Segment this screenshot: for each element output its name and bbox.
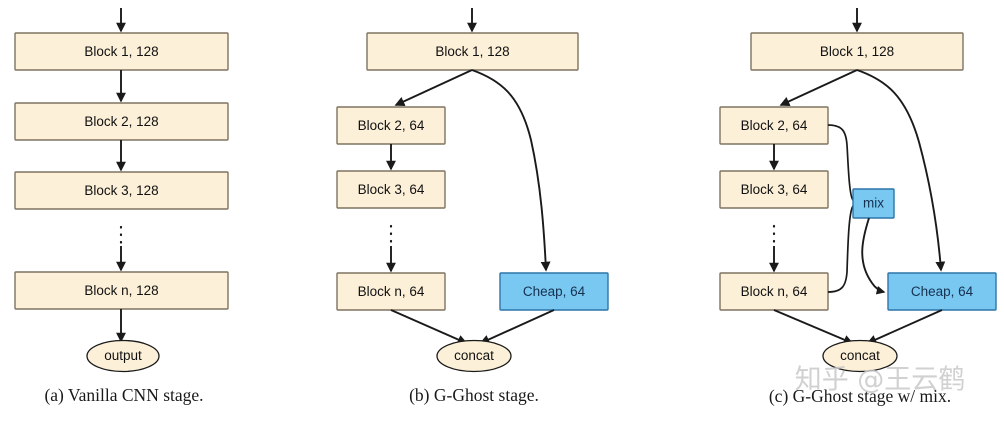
panel-a-caption: (a) Vanilla CNN stage. — [44, 385, 203, 405]
panel-c-block-3[interactable] — [719, 170, 829, 209]
panel-b-cheap-block[interactable] — [499, 272, 609, 311]
edge-blockn-to-mix-c — [827, 205, 854, 293]
panel-b-block-3[interactable] — [336, 170, 446, 209]
edge-block1-to-block2-c — [779, 69, 858, 107]
panel-c-cheap-block[interactable] — [887, 272, 997, 311]
panel-c-block-n[interactable] — [719, 272, 829, 311]
edge-mix-to-cheap-c — [861, 217, 886, 295]
panel-c-mix-block[interactable] — [852, 188, 895, 219]
edge-block2-to-mix-c — [827, 124, 854, 201]
panel-c-block-1[interactable] — [750, 32, 964, 71]
edge-block1-to-cheap-c — [856, 69, 946, 272]
panel-a: Block 1, 128 Block 2, 128 Block 3, 128 B… — [14, 8, 229, 405]
panel-c-block-2[interactable] — [719, 106, 829, 145]
panel-b-block-n[interactable] — [336, 272, 446, 311]
edge-blockn-to-concat-c — [773, 309, 854, 345]
panel-a-block-1[interactable] — [14, 32, 229, 71]
panel-b-concat-node[interactable] — [436, 339, 512, 373]
panel-c: Block 1, 128 Block 2, 64 Block 3, 64 Blo… — [719, 8, 997, 406]
edge-cheap-to-concat-b — [479, 309, 555, 345]
panel-b-caption: (b) G-Ghost stage. — [409, 385, 539, 405]
edge-cheap-to-concat-c — [866, 309, 943, 345]
panel-b: Block 1, 128 Block 2, 64 Block 3, 64 Blo… — [336, 8, 609, 405]
panel-b-block-1[interactable] — [366, 32, 579, 71]
edge-blockn-to-concat-b — [390, 309, 468, 345]
panel-a-output-node[interactable] — [86, 339, 160, 373]
panel-a-block-n[interactable] — [14, 271, 229, 310]
panel-c-caption: (c) G-Ghost stage w/ mix. — [769, 386, 951, 406]
panel-a-block-2[interactable] — [14, 102, 229, 141]
panel-c-concat-node[interactable] — [822, 339, 898, 373]
watermark: 知乎 @王云鹤 — [795, 365, 966, 396]
edge-block1-to-block2-b — [394, 69, 473, 107]
panel-b-block-2[interactable] — [336, 106, 446, 145]
panel-a-block-3[interactable] — [14, 171, 229, 210]
edge-block1-to-cheap-b — [471, 69, 551, 272]
